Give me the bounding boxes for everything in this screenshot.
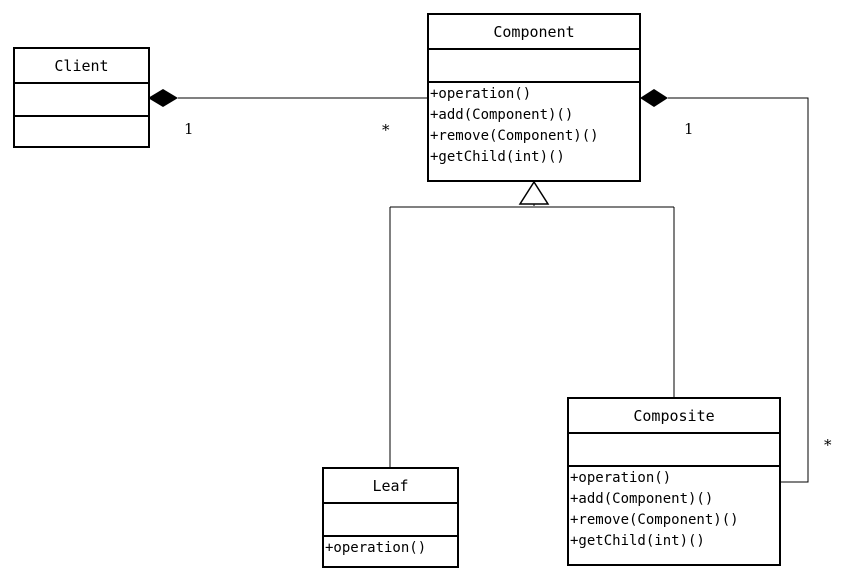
composite-attributes-compartment xyxy=(569,434,779,467)
component-attributes-compartment xyxy=(429,50,639,83)
component-operation: +remove(Component)() xyxy=(430,128,599,144)
generalization-arrowhead xyxy=(518,180,550,205)
client-operations-compartment xyxy=(15,117,148,118)
leaf-operations-compartment: +operation() xyxy=(324,537,457,559)
composite-operation: +add(Component)() xyxy=(570,491,714,507)
composite-child-multiplicity-label: * xyxy=(824,436,832,454)
component-class-name: Component xyxy=(429,15,639,50)
composite-class-box[interactable]: Composite +operation() +add(Component)()… xyxy=(567,397,781,566)
component-multiplicity-label: * xyxy=(382,121,390,139)
leaf-class-name: Leaf xyxy=(324,469,457,504)
component-operation: +operation() xyxy=(430,86,532,102)
client-attributes-compartment xyxy=(15,84,148,117)
composite-operations-compartment: +operation() +add(Component)() +remove(C… xyxy=(569,467,779,552)
component-class-box[interactable]: Component +operation() +add(Component)()… xyxy=(427,13,641,182)
component-composition-diamond xyxy=(640,89,668,107)
composite-class-name: Composite xyxy=(569,399,779,434)
leaf-operation: +operation() xyxy=(325,540,427,556)
client-composition-diamond xyxy=(148,89,178,107)
component-operation: +getChild(int)() xyxy=(430,149,565,165)
component-composite-association-line xyxy=(668,97,809,483)
composite-operation: +remove(Component)() xyxy=(570,512,739,528)
composite-owner-multiplicity-label: 1 xyxy=(684,120,694,138)
component-operations-compartment: +operation() +add(Component)() +remove(C… xyxy=(429,83,639,168)
component-operation: +add(Component)() xyxy=(430,107,574,123)
leaf-attributes-compartment xyxy=(324,504,457,537)
leaf-class-box[interactable]: Leaf +operation() xyxy=(322,467,459,568)
client-class-box[interactable]: Client xyxy=(13,47,150,148)
client-multiplicity-label: 1 xyxy=(184,120,194,138)
composite-operation: +getChild(int)() xyxy=(570,533,705,549)
composite-operation: +operation() xyxy=(570,470,672,486)
client-class-name: Client xyxy=(15,49,148,84)
